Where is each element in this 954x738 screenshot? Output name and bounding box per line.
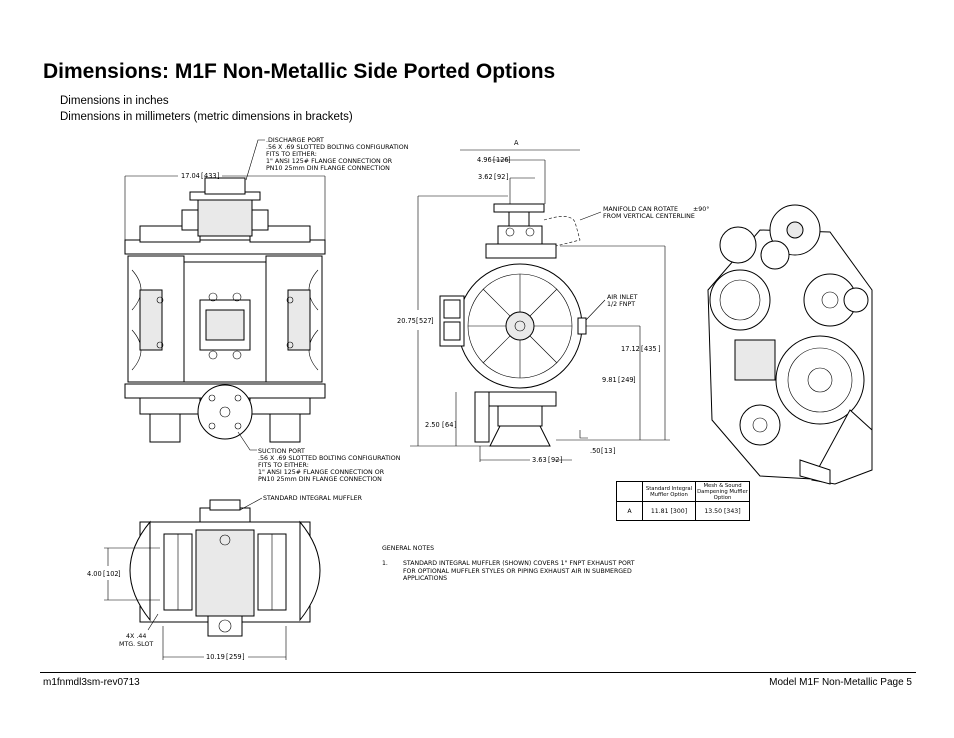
svg-text:]: ] xyxy=(454,421,457,429)
svg-text:]: ] xyxy=(560,456,563,464)
notes-heading: GENERAL NOTES xyxy=(382,545,435,552)
dim-250: 2.50 xyxy=(425,421,440,429)
svg-text:[: [ xyxy=(201,172,204,180)
svg-text:[: [ xyxy=(548,456,551,464)
svg-text:[: [ xyxy=(494,173,497,181)
svg-text:]: ] xyxy=(118,570,121,578)
isometric-view xyxy=(707,204,873,485)
table-cell-a: A xyxy=(616,501,643,521)
dim-250-mm: 64 xyxy=(445,421,453,429)
dim-1019-mm: 259 xyxy=(229,653,242,661)
dim-981: 9.81 xyxy=(602,376,617,384)
dim-363-mm: 92 xyxy=(551,456,559,464)
callout-manifold-1: FROM VERTICAL CENTERLINE xyxy=(603,213,695,220)
svg-text:[: [ xyxy=(493,156,496,164)
svg-text:]: ] xyxy=(506,173,509,181)
footer-divider xyxy=(40,672,916,673)
callout-air-inlet-0: AIR INLET xyxy=(607,294,638,301)
dim-400-mm: 102 xyxy=(106,570,119,578)
dim-1712-mm: 435 xyxy=(644,345,657,353)
callout-manifold-0: MANIFOLD CAN ROTATE xyxy=(603,206,678,213)
dim-a-label: A xyxy=(514,139,519,147)
general-notes: GENERAL NOTES 1. STANDARD INTEGRAL MUFFL… xyxy=(382,545,635,583)
table-header-mesh: Mesh & Sound Dampening Muffler Option xyxy=(695,481,750,502)
table-cell-standard-value: 11.81 [300] xyxy=(642,501,696,521)
dim-362: 3.62 xyxy=(478,173,493,181)
dim-height-mm: 527 xyxy=(419,317,432,325)
dim-width-front-mm: 433 xyxy=(204,172,217,180)
callout-discharge-1: .56 X .69 SLOTTED BOLTING CONFIGURATION xyxy=(266,144,409,151)
svg-text:[: [ xyxy=(103,570,106,578)
svg-text:[: [ xyxy=(618,376,621,384)
callout-suction-2: FITS TO EITHER: xyxy=(258,462,309,469)
svg-text:[: [ xyxy=(226,653,229,661)
dim-363: 3.63 xyxy=(532,456,547,464)
footer-doc-id: m1fnmdl3sm-rev0713 xyxy=(43,677,140,688)
svg-text:[: [ xyxy=(641,345,644,353)
callout-discharge-4: PN10 25mm DIN FLANGE CONNECTION xyxy=(266,165,390,172)
dim-width-front: 17.04 xyxy=(181,172,200,180)
svg-text:]: ] xyxy=(658,345,661,353)
dim-1712: 17.12 xyxy=(621,345,640,353)
dim-400: 4.00 xyxy=(87,570,102,578)
callout-manifold-angle: ±90° xyxy=(693,205,709,213)
footer-page-label: Model M1F Non-Metallic Page 5 xyxy=(769,677,912,688)
callout-mtg-slot-1: MTG. SLOT xyxy=(119,641,153,648)
callout-air-inlet-1: 1/2 FNPT xyxy=(607,301,635,308)
svg-text:[: [ xyxy=(601,447,604,455)
callout-mtg-slot-0: 4X .44 xyxy=(126,633,146,640)
notes-number: 1. xyxy=(382,560,388,568)
dim-050: .50 xyxy=(590,447,601,455)
notes-line-3: APPLICATIONS xyxy=(403,575,448,583)
callout-suction-3: 1" ANSI 125# FLANGE CONNECTION OR xyxy=(258,469,385,476)
table-header-standard: Standard Integral Muffler Option xyxy=(642,481,696,502)
subtitle-inches: Dimensions in inches xyxy=(60,95,169,107)
svg-text:]: ] xyxy=(508,156,511,164)
callout-discharge-3: 1" ANSI 125# FLANGE CONNECTION OR xyxy=(266,158,393,165)
dim-981-mm: 249 xyxy=(621,376,634,384)
dim-496: 4.96 xyxy=(477,156,492,164)
svg-text:]: ] xyxy=(242,653,245,661)
svg-text:[: [ xyxy=(442,421,445,429)
bottom-view: STANDARD INTEGRAL MUFFLER 4.00 [ 102 ] 4… xyxy=(87,495,363,661)
table-header-blank xyxy=(616,481,643,502)
subtitle-millimeters: Dimensions in millimeters (metric dimens… xyxy=(60,111,353,123)
dim-height: 20.75 xyxy=(397,317,416,325)
table-cell-mesh-value: 13.50 [343] xyxy=(695,501,750,521)
dim-496-mm: 126 xyxy=(496,156,509,164)
dim-050-mm: 13 xyxy=(604,447,612,455)
svg-text:]: ] xyxy=(431,317,434,325)
callout-suction-1: .56 X .69 SLOTTED BOLTING CONFIGURATION xyxy=(258,455,401,462)
callout-muffler: STANDARD INTEGRAL MUFFLER xyxy=(263,495,363,502)
callout-discharge-0: .DISCHARGE PORT xyxy=(266,137,324,144)
notes-line-1: STANDARD INTEGRAL MUFFLER (SHOWN) COVERS… xyxy=(403,560,635,568)
dim-362-mm: 92 xyxy=(497,173,505,181)
front-view: 17.04 [ 433 ] .DISCHARGE PORT .56 X .69 … xyxy=(124,137,409,483)
page-title: Dimensions: M1F Non-Metallic Side Ported… xyxy=(43,60,556,83)
dim-1019: 10.19 xyxy=(206,653,225,661)
svg-text:[: [ xyxy=(416,317,419,325)
callout-discharge-2: FITS TO EITHER: xyxy=(266,151,317,158)
svg-text:]: ] xyxy=(613,447,616,455)
callout-suction-0: SUCTION PORT xyxy=(258,448,305,455)
notes-line-2: FOR OPTIONAL MUFFLER STYLES OR PIPING EX… xyxy=(403,567,632,575)
muffler-options-table: Standard Integral Muffler Option Mesh & … xyxy=(616,481,750,521)
svg-text:]: ] xyxy=(217,172,220,180)
side-view: A 4.96 [ 126 ] 3.62 [ 92 ] 20.75 [ 527 ]… xyxy=(397,139,709,464)
callout-suction-4: PN10 25mm DIN FLANGE CONNECTION xyxy=(258,476,382,483)
svg-text:]: ] xyxy=(633,376,636,384)
